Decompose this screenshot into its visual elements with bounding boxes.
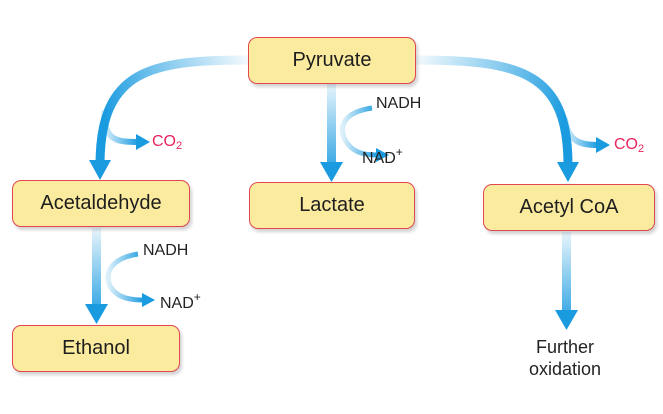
node-further-oxidation: Further oxidation <box>520 336 610 380</box>
node-lactate: Lactate <box>249 182 415 229</box>
node-ethanol: Ethanol <box>12 325 180 372</box>
arrow-co2-left <box>101 109 139 145</box>
arrowhead-co2-right <box>596 137 610 153</box>
node-pyruvate-label: Pyruvate <box>292 49 372 71</box>
arrow-pyruvate-to-acetaldehyde <box>95 55 249 166</box>
arrowhead-nad-mid <box>376 148 389 162</box>
nad-label-ethanol: NAD+ <box>160 290 201 313</box>
arrowhead-acetylcoa <box>557 162 579 182</box>
node-acetyl-coa-label: Acetyl CoA <box>519 196 619 218</box>
arrowhead-lactate <box>320 162 343 182</box>
co2-subscript: 2 <box>638 143 645 155</box>
node-acetaldehyde-label: Acetaldehyde <box>40 192 162 214</box>
nad-label-lactate: NAD+ <box>362 145 403 168</box>
arrow-nadh-to-nad-mid <box>339 105 379 158</box>
co2-base: CO <box>614 136 638 153</box>
nadh-label-lactate: NADH <box>376 95 422 112</box>
node-pyruvate: Pyruvate <box>248 37 416 84</box>
arrow-pyruvate-to-lactate <box>327 84 336 164</box>
arrow-pyruvate-to-acetylcoa <box>415 55 573 166</box>
arrowhead-acetaldehyde <box>89 160 111 180</box>
node-acetaldehyde: Acetaldehyde <box>12 180 190 227</box>
nad-plus: + <box>395 145 403 159</box>
further-oxidation-line-1: Further <box>535 337 595 357</box>
arrowhead-ethanol <box>85 304 108 324</box>
arrowhead-nad-left <box>142 293 155 307</box>
co2-label-acetaldehyde: CO2 <box>152 133 182 152</box>
co2-subscript: 2 <box>176 140 183 152</box>
arrowhead-co2-left <box>136 134 150 150</box>
node-lactate-label: Lactate <box>299 194 365 216</box>
arrow-acetaldehyde-to-ethanol <box>92 228 101 306</box>
nadh-label-ethanol: NADH <box>143 242 189 259</box>
co2-base: CO <box>152 133 176 150</box>
arrow-co2-right <box>562 117 599 148</box>
node-ethanol-label: Ethanol <box>62 337 130 359</box>
nad-base: NAD <box>362 150 396 167</box>
arrow-acetylcoa-to-oxidation <box>562 232 571 312</box>
arrow-nadh-to-nad-left <box>105 251 145 303</box>
co2-label-acetyl-coa: CO2 <box>614 136 644 155</box>
further-oxidation-line-2: oxidation <box>528 359 602 379</box>
arrowhead-oxidation <box>555 310 578 330</box>
node-acetyl-coa: Acetyl CoA <box>483 184 655 231</box>
nad-plus: + <box>193 290 201 304</box>
nad-base: NAD <box>160 295 194 312</box>
